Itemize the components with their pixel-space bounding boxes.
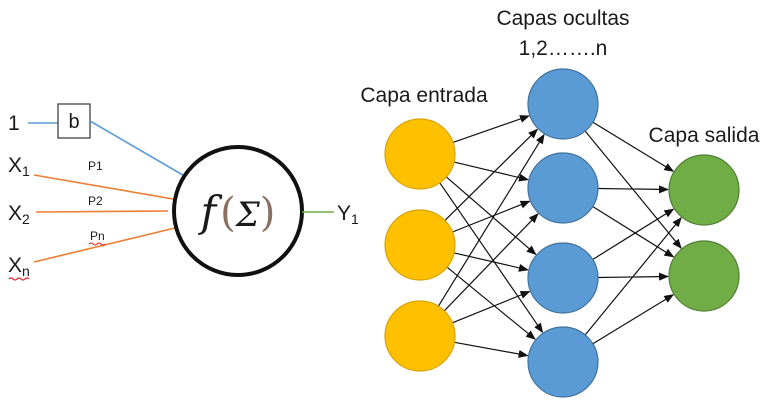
edge-hidden3-to-output1 <box>592 208 675 261</box>
edge-hidden1-to-output2 <box>584 130 682 249</box>
input-layer-label: Capa entrada <box>360 84 488 107</box>
edge-hidden2-to-output1 <box>597 185 669 194</box>
edge-input2-to-hidden3 <box>453 252 529 272</box>
weight-line-p1 <box>33 174 174 200</box>
edge-input1-to-hidden1 <box>452 115 530 143</box>
weight-p1-label: P1 <box>88 159 103 173</box>
output-y1-label: Y1 <box>337 202 359 227</box>
input-node-2 <box>384 209 456 281</box>
weight-line-p2 <box>35 210 169 213</box>
edge-input1-to-hidden2 <box>453 161 529 182</box>
activation-function: f(Σ) <box>198 187 276 236</box>
edge-input3-to-hidden4 <box>454 341 529 358</box>
edge-input1-to-hidden3 <box>446 176 537 256</box>
input-xn: Xn Pn <box>8 227 176 281</box>
input-node-1 <box>384 118 456 190</box>
multilayer-network: Capa entrada Capas ocultas 1,2…….n Capa … <box>360 7 760 398</box>
edge-input3-to-hidden2 <box>443 213 539 312</box>
bias-to-neuron-line <box>89 120 189 179</box>
spell-underline <box>88 242 106 246</box>
bias-box-label: b <box>68 111 79 133</box>
edge-input3-to-hidden3 <box>452 290 531 324</box>
weight-p2-label: P2 <box>88 194 103 208</box>
edge-input2-to-hidden1 <box>444 128 539 221</box>
weight-pn-label: Pn <box>90 229 105 243</box>
input-x1-label: X1 <box>8 154 30 179</box>
connection-edges <box>437 115 682 358</box>
hidden-node-3 <box>527 242 599 314</box>
network-nodes <box>384 68 740 398</box>
output-layer-label: Capa salida <box>649 124 760 147</box>
edge-hidden4-to-output2 <box>592 294 675 345</box>
neuron-circle <box>172 145 304 277</box>
spell-underline <box>8 277 30 281</box>
output-node-2 <box>668 240 740 312</box>
hidden-node-4 <box>527 326 599 398</box>
bias-input-label: 1 <box>8 112 20 135</box>
output-node-1 <box>668 154 740 226</box>
hidden-node-1 <box>527 68 599 140</box>
hidden-layer-label-line1: Capas ocultas <box>496 7 629 30</box>
edge-hidden1-to-output1 <box>592 121 675 172</box>
edge-input3-to-hidden1 <box>437 133 545 307</box>
edge-hidden4-to-output1 <box>584 217 682 336</box>
input-xn-label: Xn <box>8 254 30 279</box>
input-x2-label: X2 <box>8 202 30 227</box>
input-x1: X1 P1 <box>8 154 174 200</box>
perceptron-model: 1 b X1 P1 X2 P2 Xn Pn f(Σ) Y1 <box>8 103 359 281</box>
input-node-3 <box>384 300 456 372</box>
edge-input2-to-hidden2 <box>452 200 531 233</box>
hidden-layer-label-line2: 1,2…….n <box>519 37 608 60</box>
edge-input1-to-hidden4 <box>439 182 544 334</box>
input-x2: X2 P2 <box>8 194 169 227</box>
edge-hidden2-to-output2 <box>592 205 675 258</box>
edge-input2-to-hidden4 <box>446 266 536 340</box>
hidden-node-2 <box>527 152 599 224</box>
